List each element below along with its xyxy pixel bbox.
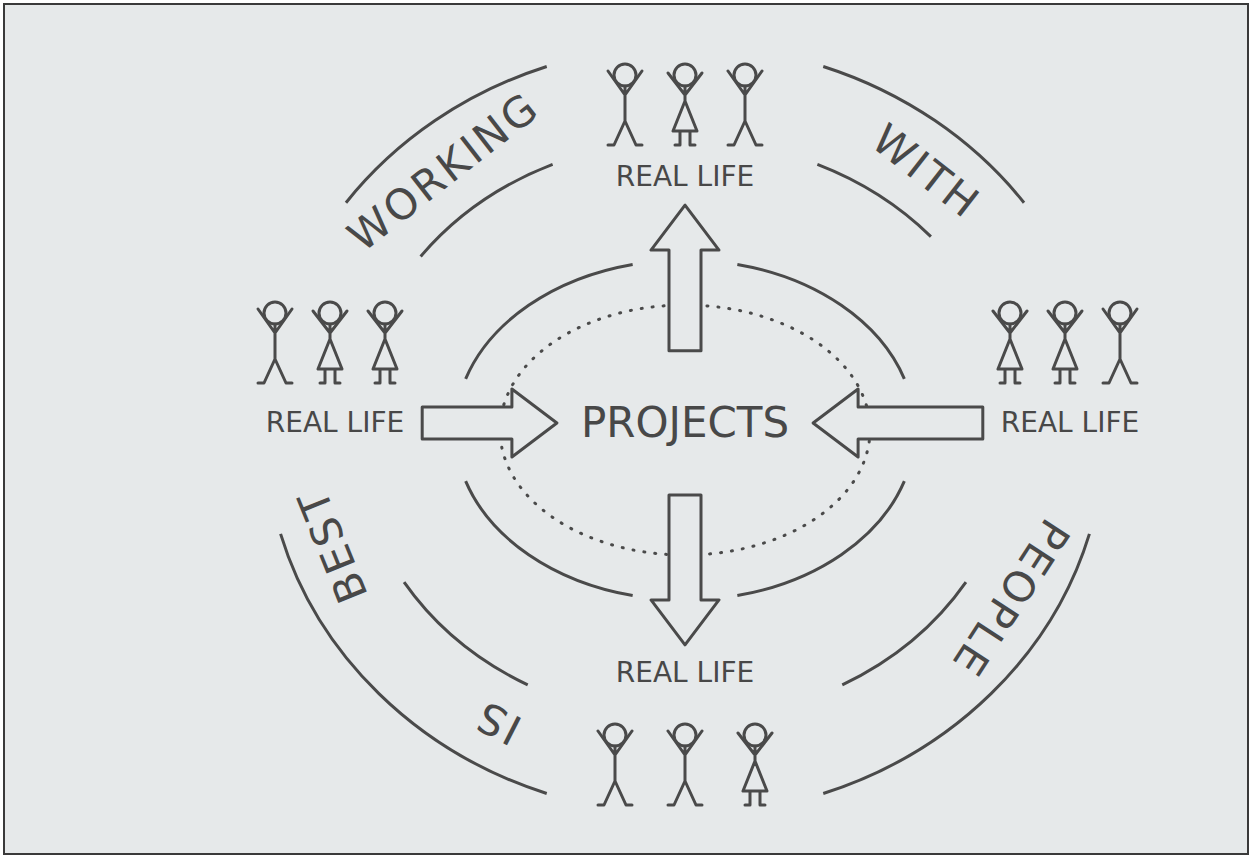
sketch-ground: REAL LIFE REAL LIFE PROJECTS REAL LIFE REAL … bbox=[3, 3, 1249, 855]
block-arrow bbox=[651, 205, 719, 351]
real-life-label: REAL LIFE bbox=[606, 653, 764, 693]
arc-word: IS bbox=[467, 691, 528, 753]
block-arrow bbox=[813, 389, 983, 457]
node-text: REAL LIFE bbox=[266, 407, 404, 439]
block-arrow bbox=[422, 389, 557, 457]
stick-figures-right bbox=[993, 302, 1137, 383]
real-life-label: REAL LIFE bbox=[606, 157, 764, 197]
inner-ring bbox=[355, 140, 1015, 720]
arc-word: WITH bbox=[863, 116, 988, 228]
projects-hub: PROJECTS bbox=[565, 359, 805, 487]
node-text: PROJECTS bbox=[581, 399, 789, 447]
node-text: REAL LIFE bbox=[616, 161, 754, 193]
arc-word: PEOPLE bbox=[942, 511, 1078, 686]
stick-figures-bottom bbox=[598, 724, 772, 805]
block-arrow bbox=[651, 495, 719, 645]
stick-figures-top bbox=[608, 64, 762, 145]
node-text: REAL LIFE bbox=[1001, 407, 1139, 439]
real-life-label: REAL LIFE bbox=[256, 403, 414, 443]
stick-figures-left bbox=[258, 302, 402, 383]
outer-ring bbox=[265, 45, 1105, 815]
arc-word: WORKING bbox=[340, 83, 549, 260]
real-life-label: REAL LIFE bbox=[991, 403, 1149, 443]
node-text: REAL LIFE bbox=[616, 657, 754, 689]
